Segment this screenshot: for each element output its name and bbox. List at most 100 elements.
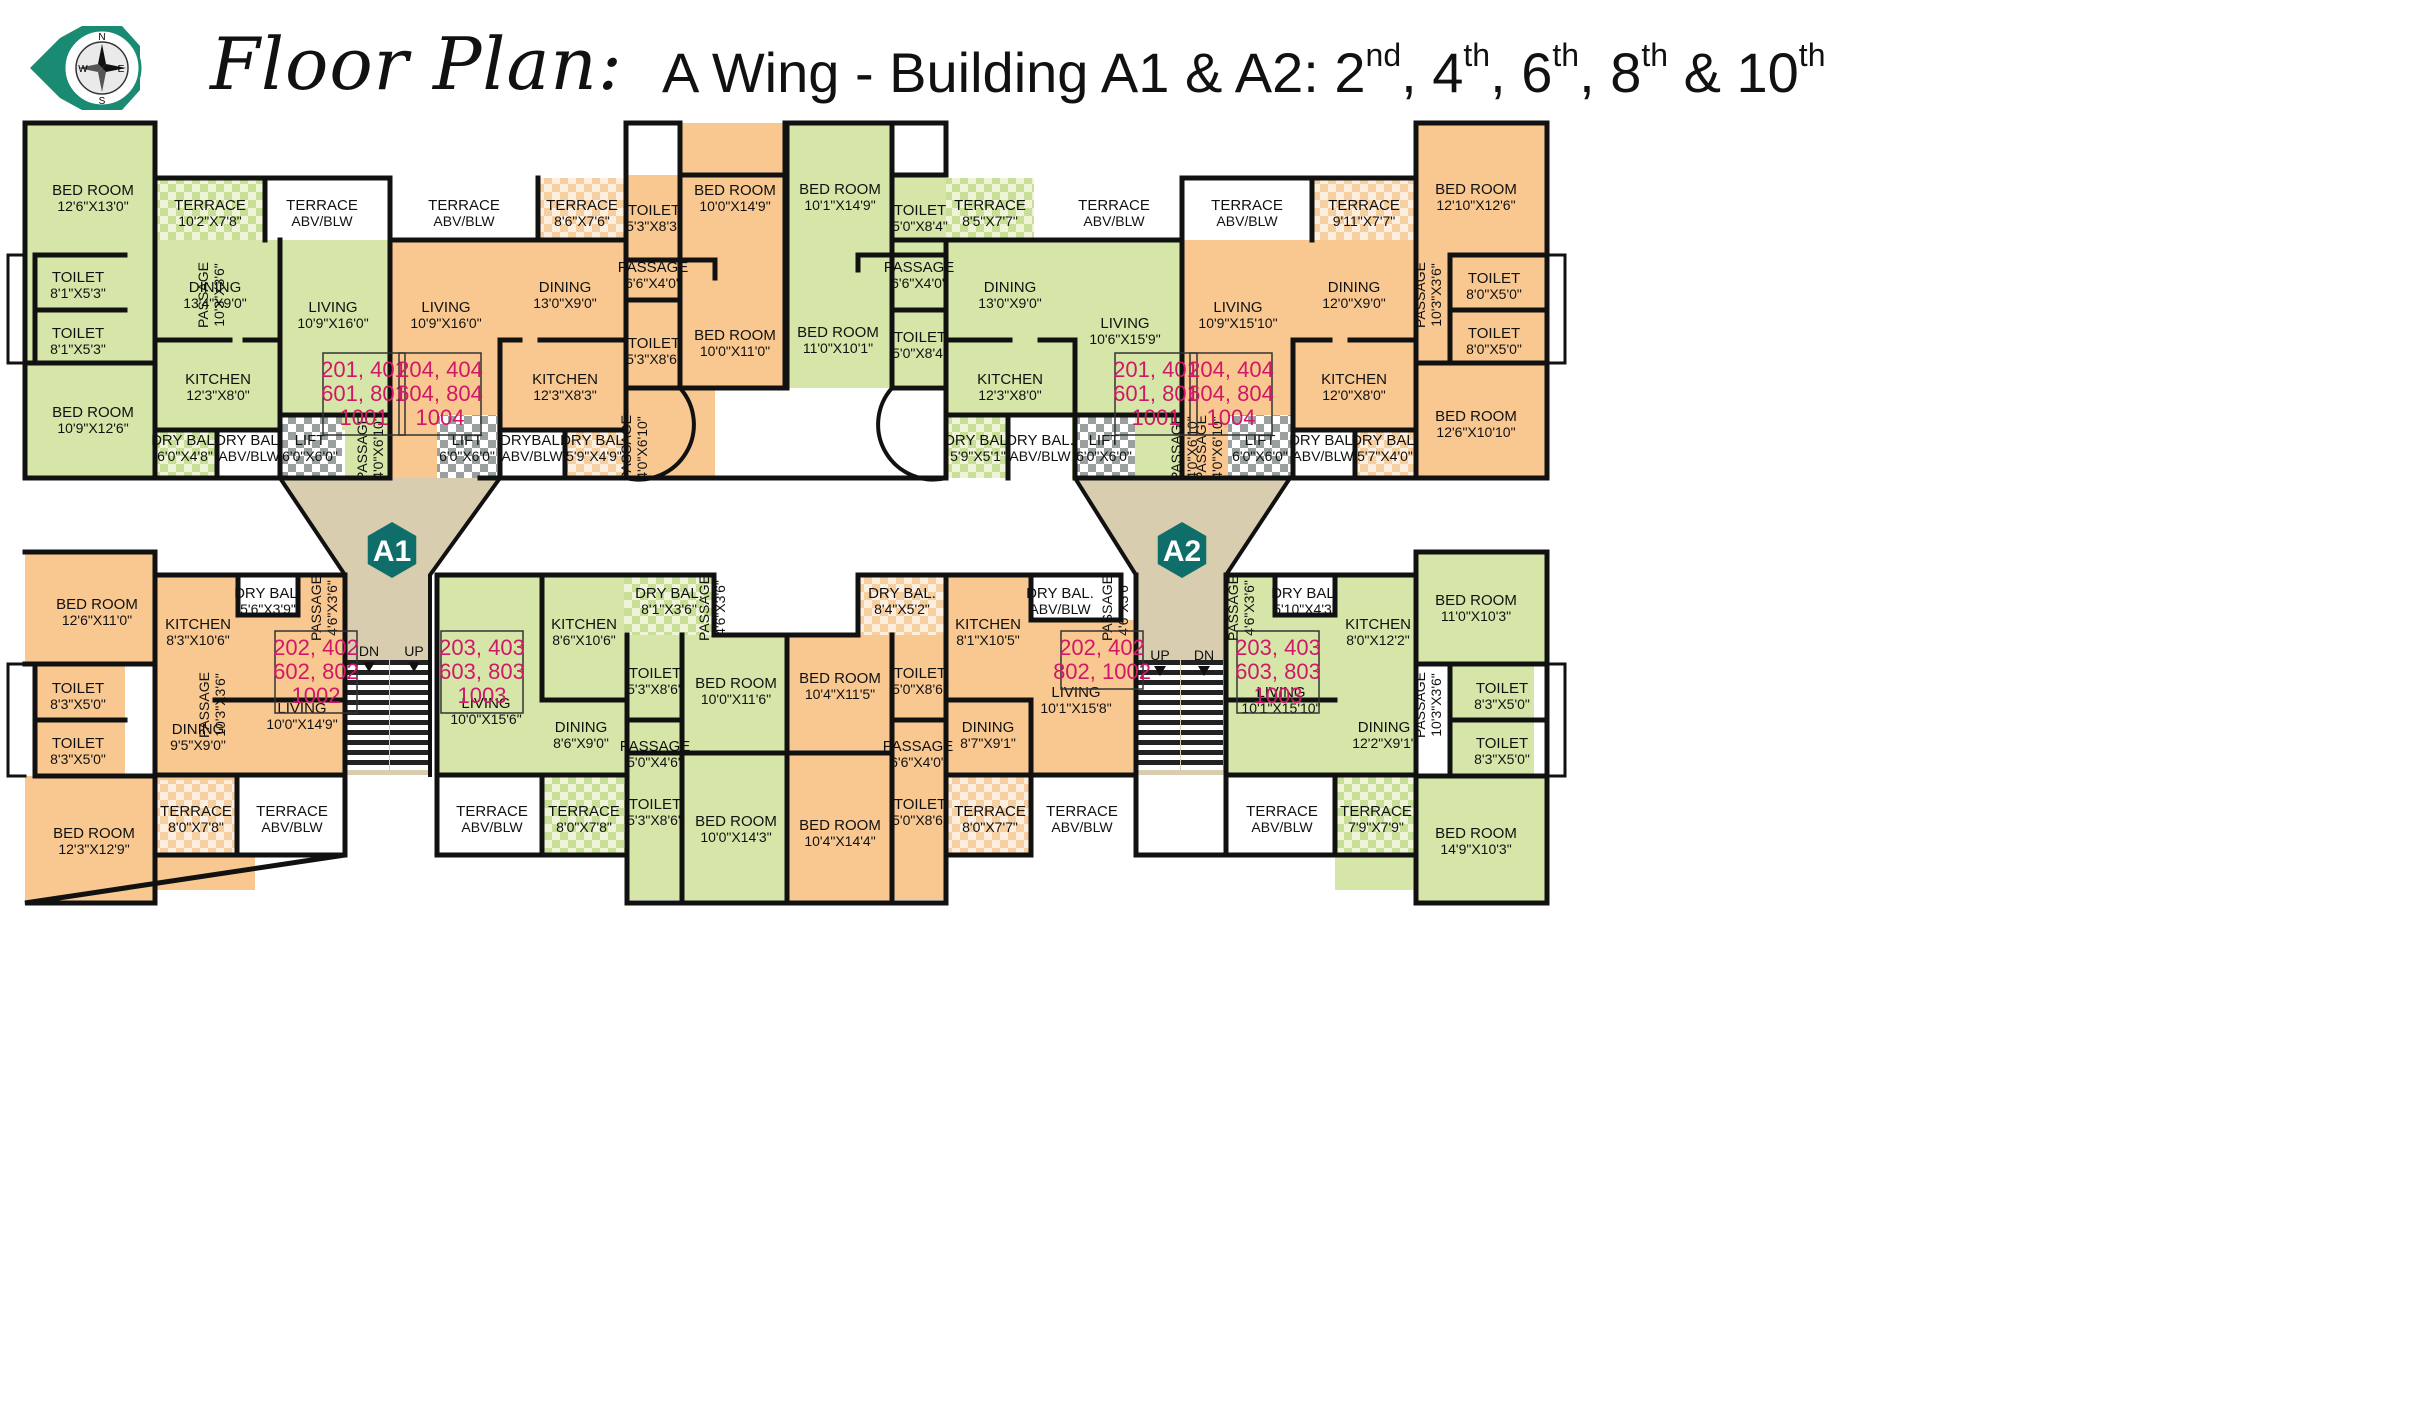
room-dimensions: 5'7"X4'0"	[1357, 448, 1413, 464]
room-dimensions: 10'1"X15'8"	[1040, 700, 1111, 716]
room-dimensions: 5'0"X4'6"	[627, 754, 683, 770]
room-dimensions: ABV/BLW	[1051, 819, 1113, 835]
room-dimensions: 11'0"X10'3"	[1441, 608, 1511, 624]
room-dimensions: 12'10"X12'6"	[1436, 197, 1515, 213]
room-name: DRY BAL.	[868, 585, 936, 602]
room-name: DINING	[172, 721, 225, 738]
room-name: DRYBAL.	[500, 432, 564, 449]
room-dimensions: 8'3"X5'0"	[1474, 751, 1530, 767]
room-dimensions: 10'9"X15'10"	[1198, 315, 1277, 331]
flat-number: 604, 804	[397, 381, 483, 406]
room-dimensions: 8'3"X5'0"	[50, 696, 106, 712]
room-name: TOILET	[52, 325, 104, 342]
room-dimensions: 12'0"X8'0"	[1322, 387, 1386, 403]
room-dimensions: 5'0"X8'4"	[892, 218, 948, 234]
door-arc	[625, 386, 696, 482]
badge-text: A1	[373, 535, 411, 568]
passage-name: PASSAGE	[308, 575, 324, 641]
room-name: DRY BAL.	[151, 432, 219, 449]
flat-number: 1001	[1132, 405, 1181, 430]
room-dimensions: 8'1"X10'5"	[956, 632, 1020, 648]
room-name: KITCHEN	[1345, 616, 1411, 633]
terrace-area	[1031, 775, 1136, 855]
flat-number: 1004	[416, 405, 465, 430]
flat-number: 202, 402	[1059, 635, 1145, 660]
room-name: TOILET	[894, 329, 946, 346]
stair-label: UP	[404, 643, 424, 672]
room-dimensions: 12'3"X8'0"	[186, 387, 250, 403]
title-part-4: 4	[1432, 41, 1464, 104]
room-name: LIFT	[1245, 432, 1276, 449]
flat-box	[1060, 630, 1144, 690]
flat-box	[1236, 630, 1320, 714]
room-name: TERRACE	[456, 803, 528, 820]
room-name: TOILET	[628, 202, 680, 219]
room-dimensions: ABV/BLW	[261, 819, 323, 835]
room-label: DRY BAL.5'10"X4'3"	[1271, 585, 1339, 617]
wall	[22, 120, 393, 481]
room-name: BED ROOM	[52, 182, 134, 199]
room-dimensions: 5'0"X8'4"	[892, 345, 948, 361]
wall	[22, 120, 283, 481]
title-part-10: 10	[1736, 41, 1799, 104]
flat-box	[440, 630, 524, 714]
room-dimensions: 10'0"X11'0"	[700, 343, 770, 359]
room-label: DRY BAL.5'6"X3'9"	[234, 585, 302, 617]
room-area	[25, 776, 155, 903]
wall	[1179, 175, 1419, 481]
compass-n: N	[98, 32, 105, 43]
room-dimensions: ABV/BLW	[1029, 601, 1091, 617]
room-dimensions: 8'0"X5'0"	[1466, 286, 1522, 302]
room-area	[25, 552, 155, 664]
title-part-6: 6	[1521, 41, 1553, 104]
room-name: TOILET	[52, 269, 104, 286]
flat-number: 201, 401	[321, 357, 407, 382]
room-dimensions: 14'9"X10'3"	[1440, 841, 1511, 857]
room-label: DRY BAL.ABV/BLW	[1289, 432, 1357, 464]
room-dimensions: 13'0"X9'0"	[533, 295, 597, 311]
room-dimensions: 12'6"X11'0"	[62, 612, 132, 628]
balcony-area	[500, 430, 565, 478]
wall	[6, 253, 27, 365]
room-dimensions: 8'0"X7'8"	[168, 819, 224, 835]
passage-dimensions: 4'0"X6'10"	[370, 416, 386, 480]
balcony-area	[1293, 430, 1355, 478]
room-dimensions: 6'0"X6'0"	[1076, 448, 1132, 464]
flat-number: 1003	[1254, 683, 1303, 708]
balcony-area	[624, 575, 714, 635]
lobby-a2	[1075, 478, 1290, 775]
room-name: DRY BAL.	[1351, 432, 1419, 449]
wall	[1133, 549, 1550, 906]
building-badge-a1: A1	[367, 522, 417, 578]
balcony-area	[1008, 415, 1072, 478]
room-area	[787, 635, 892, 753]
stair-text: DN	[1194, 647, 1214, 663]
title-main-text: A Wing - Building A1 & A2: 2	[662, 41, 1366, 104]
room-dimensions: ABV/BLW	[1251, 819, 1313, 835]
room-name: LIFT	[1089, 432, 1120, 449]
title-sup-10: th	[1798, 37, 1826, 73]
wall	[943, 337, 1185, 481]
